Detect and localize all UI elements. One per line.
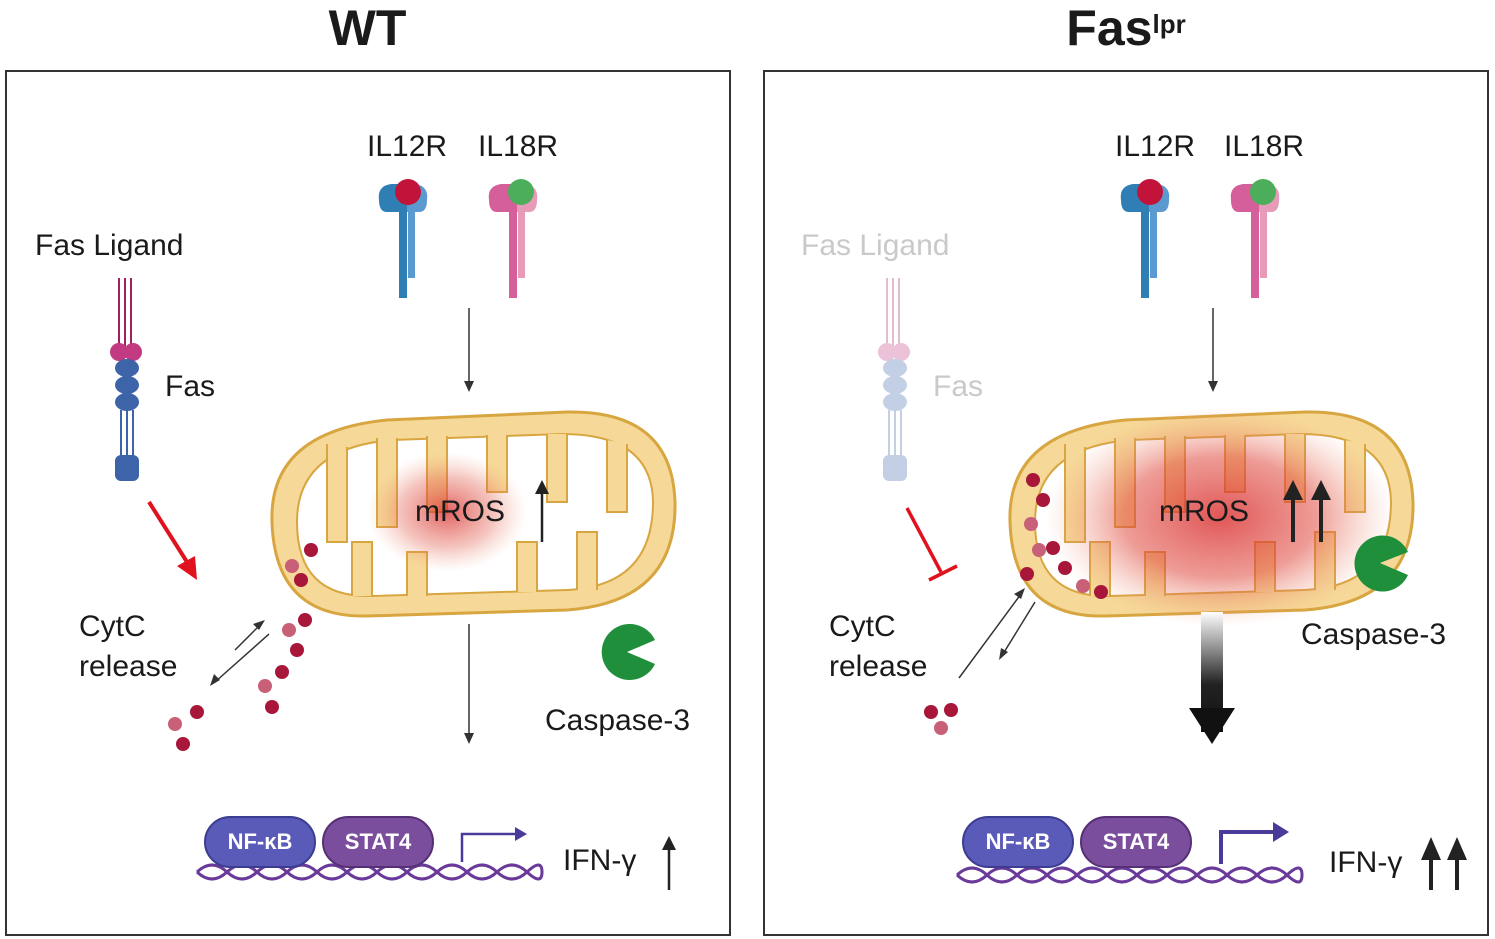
mros-double-up-arrow: [1283, 480, 1331, 542]
mitochondrion: [270, 410, 677, 618]
cytc-release-arrows: [210, 620, 270, 686]
il12r-receptor: [378, 179, 428, 298]
dna-helix: [195, 863, 544, 881]
cytc-label-line2: release: [79, 650, 178, 683]
caspase3-shape: [601, 624, 655, 681]
il18r-label: IL18R: [478, 130, 559, 163]
cytc-release-arrows: [958, 588, 1036, 679]
dna-helix: [955, 866, 1304, 884]
nfkb-shape: [204, 816, 316, 868]
stat4-shape: [322, 816, 434, 868]
fas-label: Fas: [933, 370, 984, 403]
transcription-start-arrow: [1219, 822, 1289, 864]
cytc-label-line1: CytC: [79, 610, 146, 643]
cytc-label-line1: CytC: [829, 610, 896, 643]
fas-activation-arrow: [147, 500, 197, 580]
mito-to-transcription-arrow: [464, 624, 474, 744]
ifng-label: IFN-γ: [563, 844, 637, 877]
ifng-label: IFN-γ: [1329, 846, 1403, 879]
stat4-shape: [1080, 816, 1192, 868]
wt-title: WT: [328, 0, 407, 56]
il12r-label: IL12R: [1115, 130, 1196, 163]
stat4-label: STAT4: [344, 829, 412, 854]
nfkb-shape: [962, 816, 1074, 868]
stat4-label: STAT4: [1102, 829, 1170, 854]
mros-label: mROS: [415, 495, 505, 528]
cytc-label-line2: release: [829, 650, 928, 683]
fas-label: Fas: [165, 370, 216, 403]
mito-to-transcription-big-arrow: [1189, 612, 1235, 744]
il12r-receptor: [1120, 179, 1170, 298]
nfkb-label: NF-κB: [227, 829, 293, 854]
fas-ligand-label: Fas Ligand: [35, 229, 184, 262]
ifng-up-arrow: [662, 836, 676, 890]
fas-inhibition-bar: [905, 507, 958, 582]
receptor-to-mito-arrow: [1208, 308, 1218, 392]
faslpr-title: Faslpr: [763, 0, 1489, 56]
fas-receptor-faded: [878, 278, 910, 481]
mros-label: mROS: [1159, 495, 1249, 528]
il18r-label: IL18R: [1224, 130, 1305, 163]
wt-diagram: [110, 179, 677, 890]
faslpr-title-main: Fas: [1066, 0, 1153, 56]
transcription-start-arrow: [460, 827, 527, 862]
caspase3-shape: [1354, 535, 1408, 592]
caspase3-label: Caspase-3: [1301, 618, 1447, 651]
ros-glow: [367, 452, 527, 572]
ros-glow: [1045, 407, 1395, 627]
ifng-double-up-arrow: [1421, 837, 1467, 890]
wt-panel: IL12R IL18R Fas Ligand Fas mROS CytC rel…: [5, 70, 731, 936]
mitochondrion: [1008, 407, 1415, 627]
il18r-receptor: [1230, 179, 1280, 298]
released-cytc: [168, 613, 312, 751]
il12r-label: IL12R: [367, 130, 448, 163]
faslpr-panel: IL12R IL18R Fas Ligand Fas mROS Caspase-…: [763, 70, 1489, 936]
receptor-to-mito-arrow: [464, 308, 474, 392]
fas-receptor: [110, 278, 142, 481]
fas-ligand-label: Fas Ligand: [801, 229, 950, 262]
faslpr-diagram: [878, 179, 1467, 890]
caspase3-label: Caspase-3: [545, 704, 691, 737]
nfkb-label: NF-κB: [985, 829, 1051, 854]
released-cytc: [924, 703, 958, 735]
mros-up-arrow: [535, 480, 549, 542]
il18r-receptor: [488, 179, 538, 298]
faslpr-title-superscript: lpr: [1152, 9, 1186, 39]
